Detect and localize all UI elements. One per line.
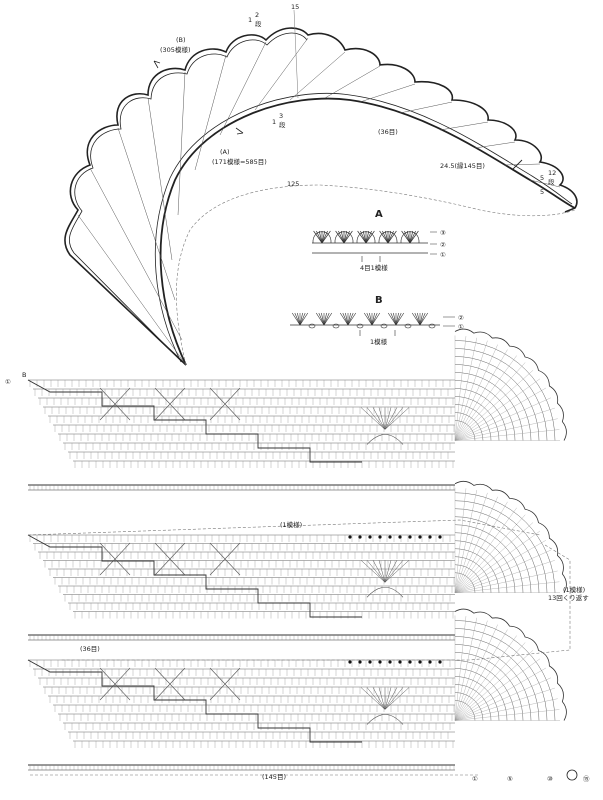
dim-245: 24.5(縁145目): [440, 161, 485, 170]
top-15: 15: [291, 3, 299, 11]
bottom-mark-5: ⑤: [507, 775, 513, 783]
top-12-unit: 段: [255, 19, 262, 28]
label-36: (36目): [378, 128, 398, 136]
bottom-mark-15: ⑮: [583, 775, 590, 783]
shawl-schematic: (B) (305模様) (A) (171模様=585目) 15 1 2 段 1 …: [64, 3, 578, 366]
mid-13-unit: 段: [279, 120, 286, 129]
tip-5a: 5: [540, 174, 544, 182]
legend-a-caption: 4目1模様: [360, 263, 388, 272]
legend-a: A 4目1模様 ③ ② ①: [312, 209, 446, 272]
legend-b-row-1: ①: [458, 323, 464, 331]
chart-row-b: B: [22, 371, 26, 379]
top-12-frac: 2: [255, 11, 259, 19]
chart-panel: [27, 608, 567, 771]
legend-a-title: A: [375, 209, 383, 220]
legend-a-row-1: ①: [440, 251, 446, 259]
dimension-125: [176, 184, 576, 366]
b-count: (305模様): [160, 45, 190, 54]
tip-unit: 段: [548, 177, 555, 186]
stitch-chart: ① B (1模様) (1模様) 13回くり返す (36目) (145目) ① ⑤…: [5, 328, 590, 783]
scalloped-edge: [64, 27, 578, 366]
legend-a-row-2: ②: [440, 241, 446, 249]
legend-b-row-2: ②: [458, 314, 464, 322]
mid-13-num: 1: [272, 118, 276, 126]
b-marker: (B): [176, 36, 186, 44]
tip-12: 12: [548, 169, 556, 177]
bottom-mark-10: ⑩: [547, 775, 553, 783]
bottom-mark-1: ①: [472, 775, 478, 783]
top-12-num: 1: [248, 16, 252, 24]
label-145: (145目): [262, 773, 286, 781]
radial-ribs: [77, 37, 561, 366]
side-repeat-1: (1模様): [563, 585, 585, 594]
inner-edge: [159, 97, 576, 366]
legend-b: B 1模様 ② ①: [290, 295, 464, 346]
legend-b-caption: 1模様: [370, 337, 388, 346]
tip-5b: 5: [540, 188, 544, 196]
label-36b: (36目): [80, 645, 100, 653]
dim-125: 125: [287, 180, 299, 188]
a-count: (171模様=585目): [212, 157, 267, 166]
chart-panel: [27, 480, 567, 641]
legend-a-row-3: ③: [440, 229, 446, 237]
repeat-label: (1模様): [280, 520, 302, 529]
a-marker: (A): [220, 148, 230, 156]
mid-13-frac: 3: [279, 112, 283, 120]
chart-start-mark: ①: [5, 378, 11, 386]
chart-panel: [27, 328, 567, 491]
side-repeat-2: 13回くり返す: [548, 594, 589, 602]
legend-b-title: B: [375, 295, 383, 306]
